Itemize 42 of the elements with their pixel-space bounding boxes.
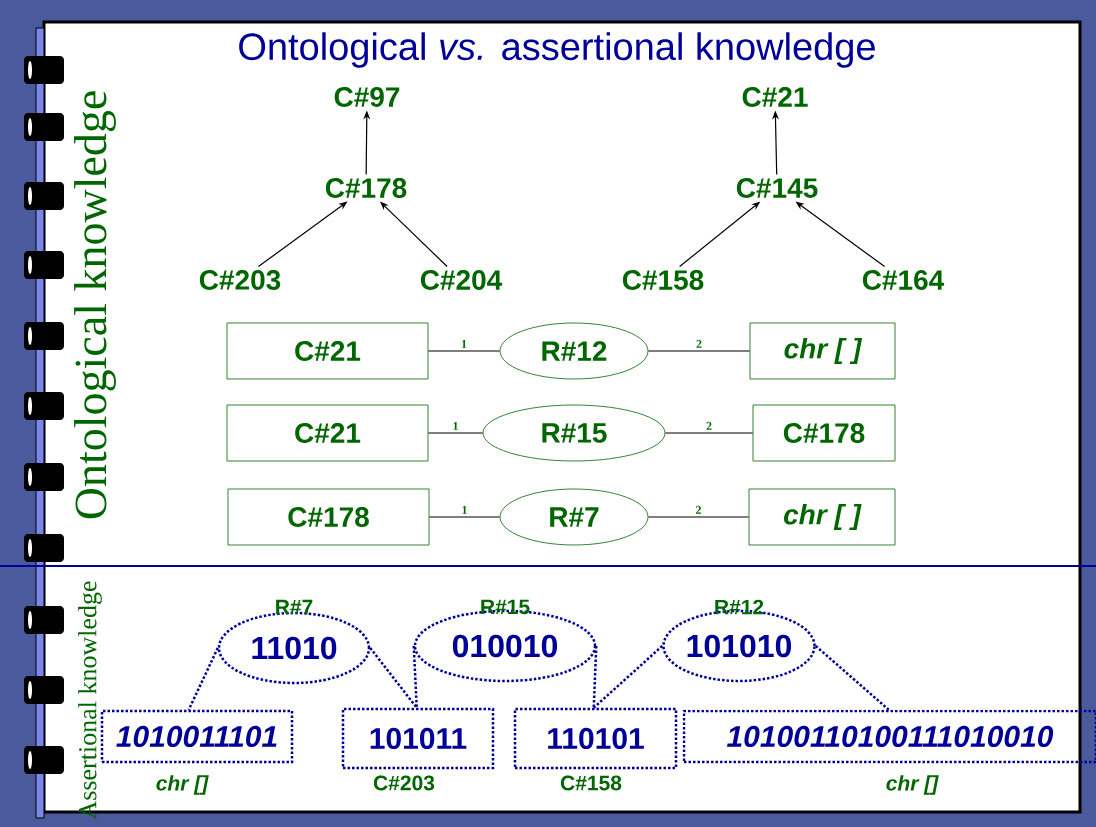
concept-box: C#21: [226, 322, 429, 380]
edge-label: 1: [451, 420, 460, 431]
concept-label: C#164: [862, 270, 945, 290]
concept-box: C#178: [752, 404, 896, 462]
side-label: Ontological knowledge: [74, 91, 116, 519]
concept-label: C#145: [736, 178, 818, 198]
value-box: 10100110100111010010: [682, 709, 1096, 764]
dotted-line: [412, 645, 418, 708]
concept-label: C#97: [334, 87, 400, 107]
dotted-line: [592, 645, 664, 709]
connector-line: [647, 350, 751, 352]
caption-label: chr []: [886, 775, 939, 795]
edge-label: 1: [460, 504, 469, 515]
dotted-line: [592, 645, 598, 708]
connector-line: [427, 350, 501, 352]
value-box: 110101: [513, 707, 678, 770]
caption-label: C#158: [560, 775, 622, 791]
edge-label: 1: [460, 338, 468, 349]
concept-box: C#21: [226, 404, 429, 462]
edge-label: 2: [705, 420, 713, 431]
dotted-line: [187, 647, 219, 711]
caption-label: chr []: [156, 775, 209, 795]
connector-line: [664, 432, 754, 434]
edge-label: 2: [695, 338, 703, 349]
concept-label: C#203: [199, 270, 281, 290]
concept-label: C#204: [420, 270, 503, 290]
concept-box: C#178: [227, 488, 430, 546]
concept-box: chr [ ]: [748, 488, 896, 546]
connector-line: [428, 516, 501, 518]
concept-label: C#21: [742, 87, 808, 107]
connector-line: [427, 432, 484, 434]
dotted-line: [369, 647, 418, 709]
concept-label: C#178: [325, 178, 407, 198]
caption-label: C#203: [373, 775, 435, 791]
concept-box: chr [ ]: [749, 322, 896, 380]
value-box: 101011: [341, 707, 495, 770]
concept-label: C#158: [622, 270, 704, 290]
dotted-line: [814, 645, 890, 711]
title: Ontological vs. assertional knowledge: [239, 32, 875, 68]
value-box: 1010011101: [100, 709, 294, 764]
connector-line: [647, 516, 750, 518]
edge-label: 2: [694, 504, 703, 515]
